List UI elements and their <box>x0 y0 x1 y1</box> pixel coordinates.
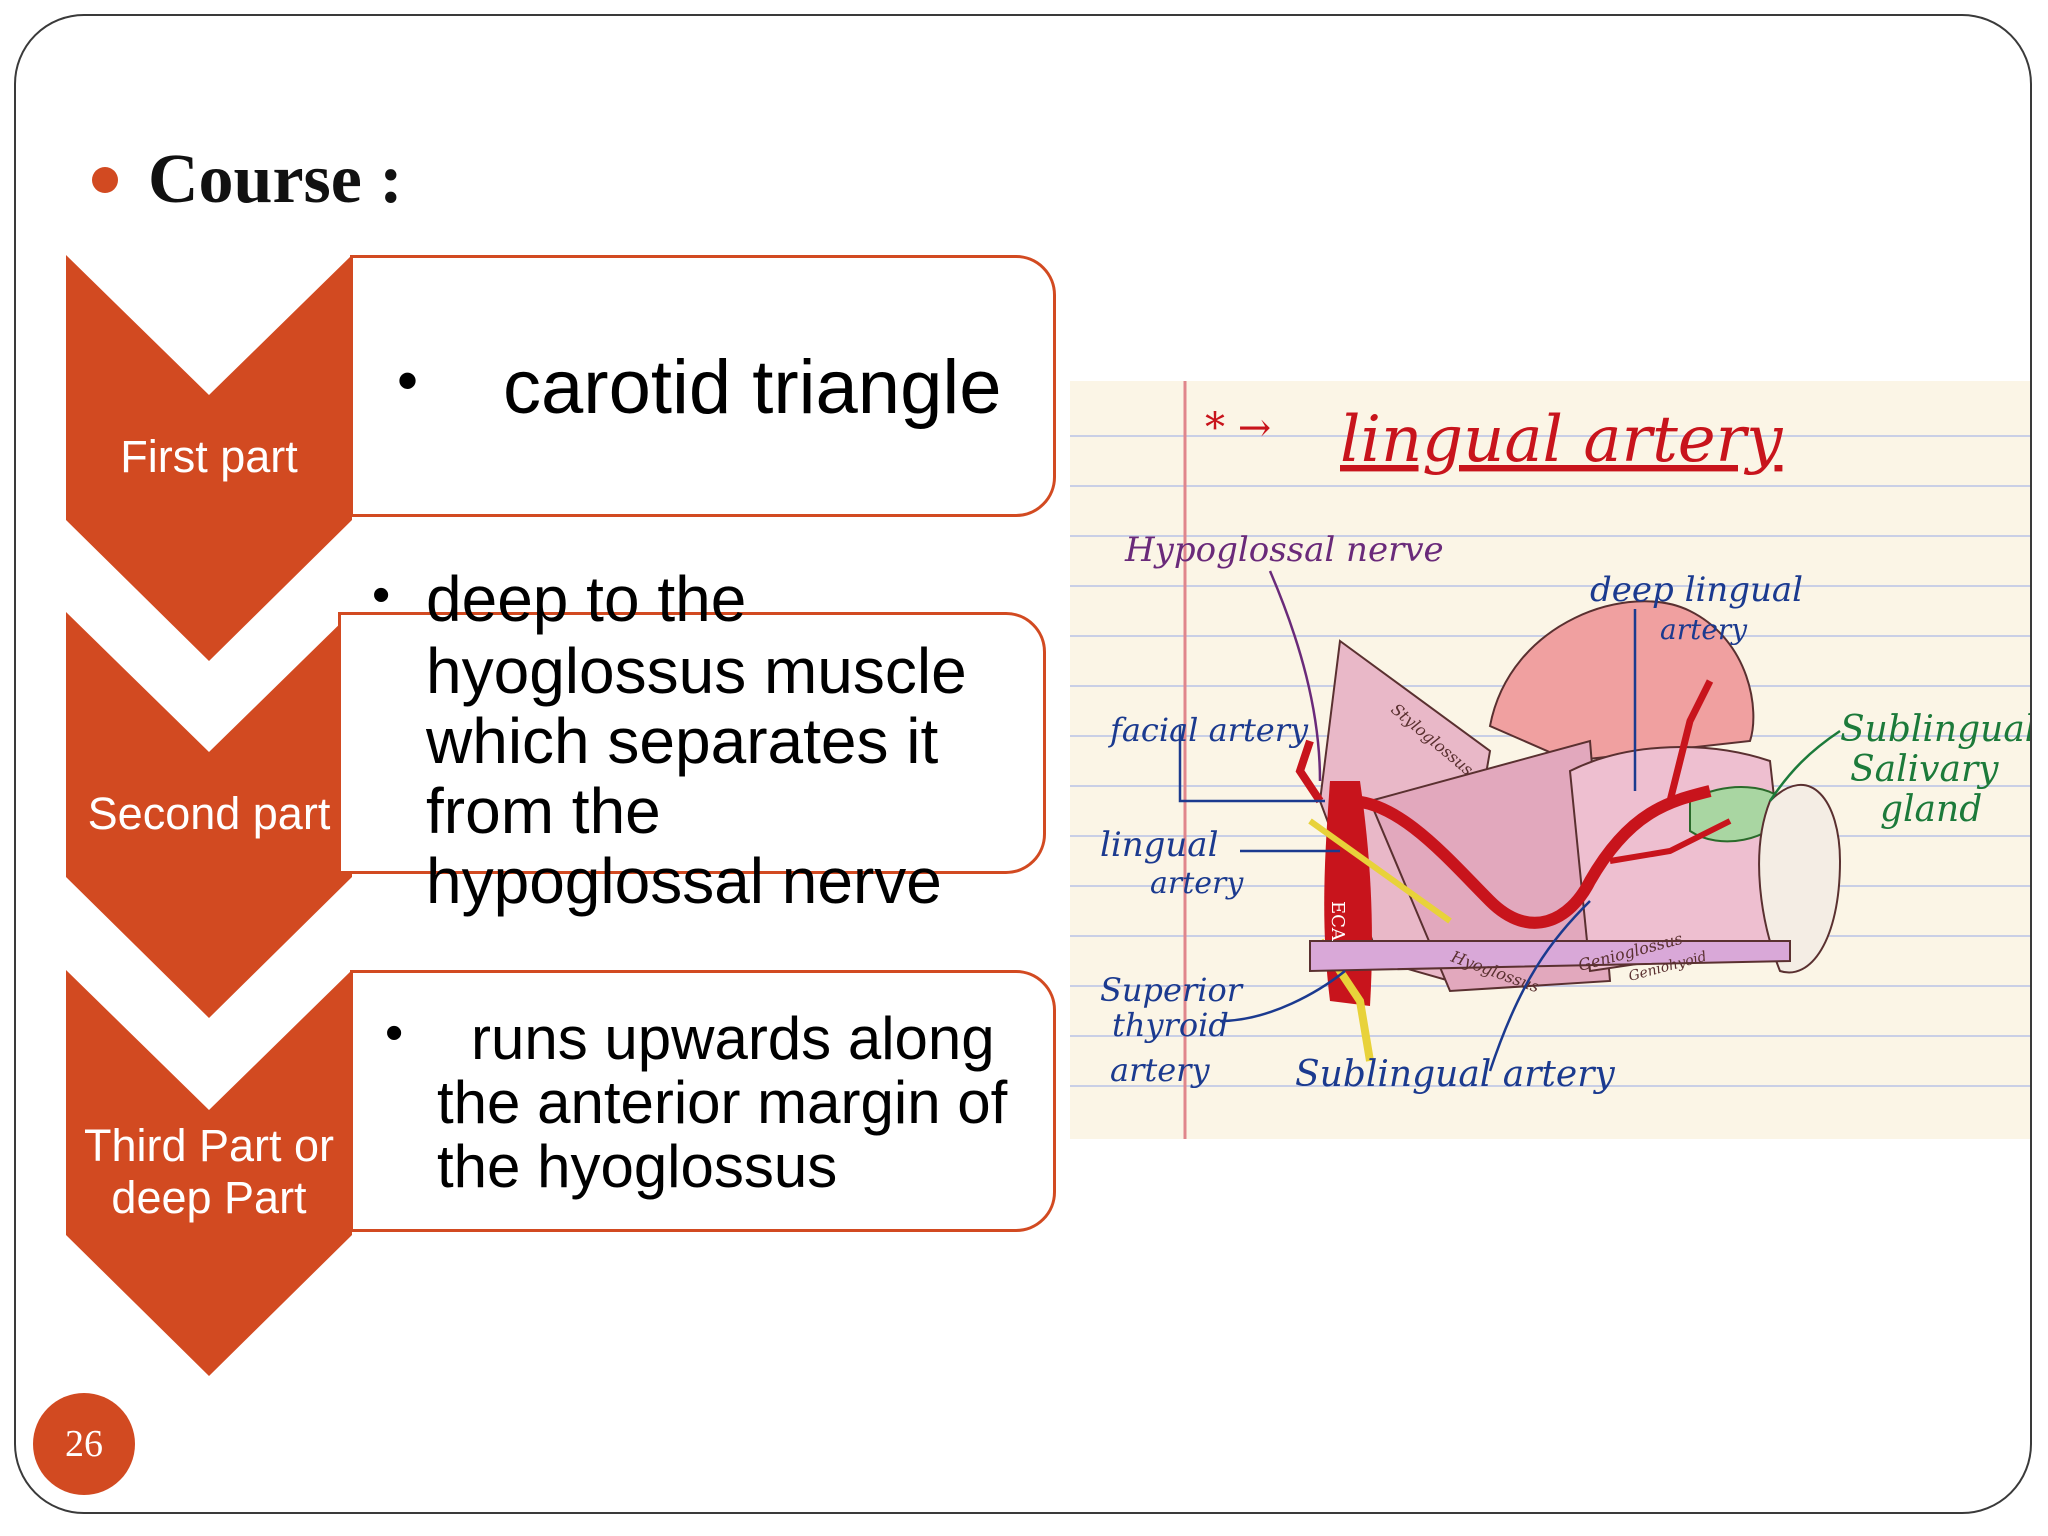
second-part-label: Second part <box>87 788 331 839</box>
chevron-first-part: First part <box>66 255 352 661</box>
label-sublingual-gland-3: gland <box>1880 789 1982 830</box>
slide-title-row: Course : <box>92 130 403 230</box>
bullet-icon: • <box>372 566 391 624</box>
chevron-second-part: Second part <box>66 612 352 1018</box>
chevron-shape-icon <box>66 612 352 1018</box>
diagram-title: lingual artery <box>1340 403 1783 477</box>
first-part-box: • carotid triangle <box>350 255 1056 517</box>
third-part-label-line-1: Third Part or <box>83 1120 335 1171</box>
slide-title: Course : <box>148 141 403 218</box>
label-lingual-artery-2: artery <box>1150 866 1244 901</box>
page-number-badge: 26 <box>33 1393 135 1495</box>
title-bullet-icon <box>92 167 118 193</box>
bullet-icon: • <box>397 347 419 414</box>
label-deep-lingual-2: artery <box>1660 613 1748 646</box>
hyoglossus-muscle <box>1368 739 1612 993</box>
third-part-description-line-2: the anterior margin of <box>437 1069 1008 1136</box>
lingual-artery-vessel <box>1349 785 1712 929</box>
second-part-description-line-5: hypoglossal nerve <box>426 845 942 917</box>
label-superior-thyroid-1: Superior <box>1100 971 1244 1009</box>
label-sublingual-gland-1: Sublingual <box>1840 709 2030 750</box>
sublingual-vessel <box>1609 818 1732 864</box>
label-lingual-artery-1: lingual <box>1100 825 1218 865</box>
label-superior-thyroid-2: thyroid <box>1112 1006 1229 1044</box>
label-superior-thyroid-3: artery <box>1110 1051 1210 1089</box>
hypoglossal-nerve-branch <box>1308 818 1452 924</box>
slide-frame <box>14 14 2032 1514</box>
chevron-third-part: Third Part or deep Part <box>66 970 352 1376</box>
mandible-shape <box>1758 784 1842 974</box>
second-part-description-line-2: hyoglossus muscle <box>426 635 967 707</box>
label-eca: ECA <box>1327 901 1348 942</box>
first-part-description: carotid triangle <box>503 345 1002 430</box>
label-hypoglossal-nerve: Hypoglossal nerve <box>1124 530 1444 570</box>
third-part-description-line-3: the hyoglossus <box>437 1133 838 1200</box>
chevron-shape-icon <box>66 970 352 1376</box>
first-part-label: First part <box>120 431 298 482</box>
third-part-description-line-1: runs upwards along <box>471 1005 995 1072</box>
second-part-description-line-3: which separates it <box>426 705 939 777</box>
label-facial-artery: facial artery <box>1108 711 1309 749</box>
deep-lingual-vessel <box>1666 679 1714 802</box>
second-part-description-line-4: from the <box>426 775 661 847</box>
anatomy-drawing <box>1295 600 1842 1062</box>
third-part-label-line-2: deep Part <box>111 1172 307 1223</box>
chevron-shape-icon <box>66 255 352 661</box>
lingual-artery-diagram: * → lingual artery Hypoglossal nerve dee… <box>1070 381 2030 1139</box>
second-part-description-line-1: deep to the <box>426 563 747 635</box>
label-sublingual-gland-2: Salivary <box>1850 749 1999 790</box>
facial-artery-vessel <box>1295 739 1324 804</box>
bullet-icon: • <box>385 1004 404 1062</box>
second-part-box <box>338 612 1046 874</box>
star-arrow-icon: * → <box>1205 405 1271 451</box>
third-part-box: • runs upwards along the anterior margin… <box>350 970 1056 1232</box>
label-deep-lingual-1: deep lingual <box>1590 570 1803 610</box>
label-sublingual-artery: Sublingual artery <box>1295 1054 1615 1095</box>
pointer-lines <box>1178 570 1841 1072</box>
geniohyoid-muscle <box>1309 940 1791 973</box>
